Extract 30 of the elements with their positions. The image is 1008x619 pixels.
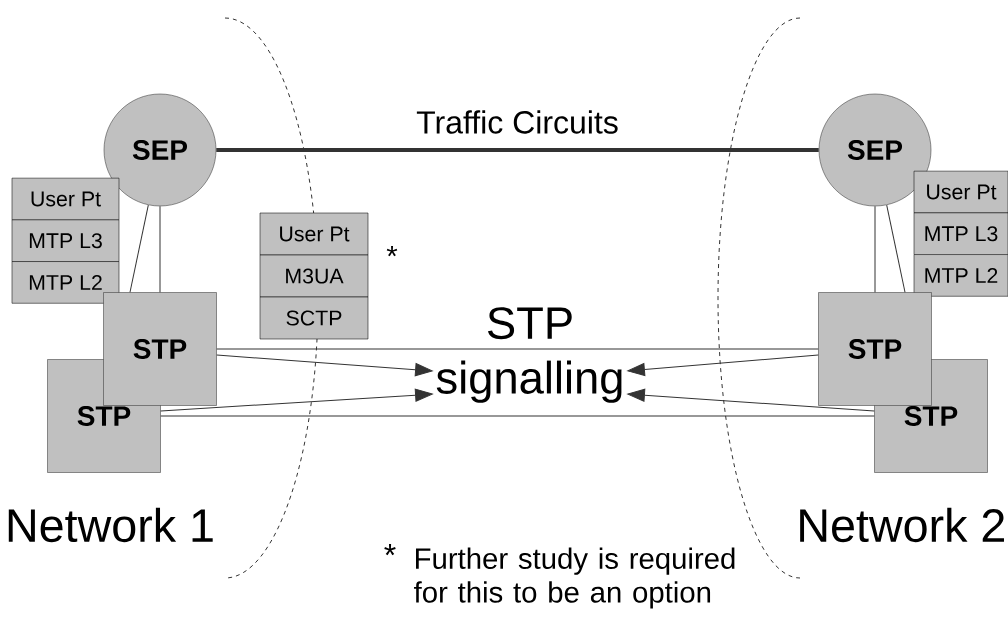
arrow [216,354,433,377]
connector-line [886,204,906,293]
edge-label: Traffic Circuits [414,108,621,136]
node-label: MTP L3 [925,226,998,242]
protocol-layer-box: User Pt [259,212,369,256]
node-box: STP [818,292,932,406]
connector-line [129,204,149,293]
network-label: Network 2 [800,507,1004,543]
node-box: STP [103,292,217,406]
network-label: Network 1 [8,507,213,543]
protocol-layer-box: User Pt [11,177,120,221]
connector-line [159,205,161,293]
protocol-layer-box: MTP L2 [11,261,120,304]
arrow [627,388,875,412]
asterisk: * [384,544,396,556]
asterisk: * [386,245,398,257]
arrow [160,388,433,412]
node-label: STP signalling [436,307,622,403]
trunk-line [216,148,819,152]
protocol-layer-box: MTP L3 [913,212,1008,255]
protocol-layer-box: MTP L3 [11,219,120,262]
protocol-layer-box: SCTP [259,296,369,340]
protocol-layer-box: User Pt [913,170,1008,214]
protocol-layer-box: M3UA [259,254,369,298]
protocol-layer-box: MTP L2 [913,254,1008,297]
footnote-text: Further study is required for this to be an option [414,547,735,609]
connector-line [216,348,819,350]
arrow [627,354,819,377]
connector-line [160,415,875,417]
connector-line [874,205,876,293]
